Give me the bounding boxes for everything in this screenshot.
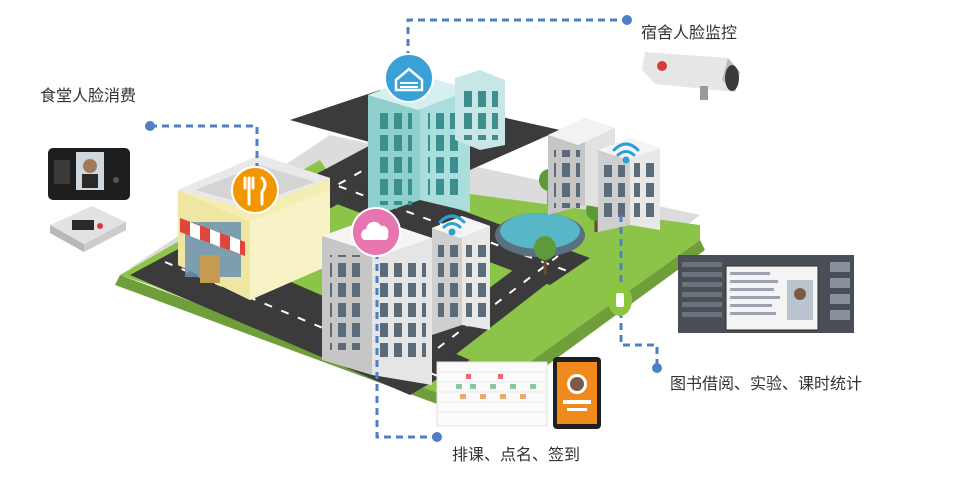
card-reader-device [50,206,126,252]
label-library-experiment-stats: 图书借阅、实验、课时统计 [670,374,863,393]
cloud-icon [351,207,401,257]
fork-knife-icon [231,166,279,214]
schedule-table [436,361,548,427]
tree [534,236,556,275]
connector-dorm [406,18,627,70]
sign-in-tablet [553,357,601,429]
wifi-icon [438,214,466,236]
connector-classroom [375,240,437,439]
connector-library [619,215,659,368]
connector-dot [432,432,442,442]
garage-gate-icon [384,53,434,103]
connector-dot [652,363,662,373]
label-canteen-face-payment: 食堂人脸消费 [40,86,137,105]
dormitory-building [368,70,505,218]
canteen-building [178,155,330,300]
label-class-scheduling-attendance: 排课、点名、签到 [452,445,581,464]
lock-icon [608,284,632,316]
surveillance-camera [642,52,740,100]
connector-dot [622,15,632,25]
library-screen [678,255,854,333]
park-pond [495,169,606,275]
face-recognition-terminal [48,148,130,200]
label-dorm-face-monitoring: 宿舍人脸监控 [641,23,738,42]
wifi-icon [612,142,640,164]
library-building [548,118,660,232]
connector-dot [145,121,155,131]
